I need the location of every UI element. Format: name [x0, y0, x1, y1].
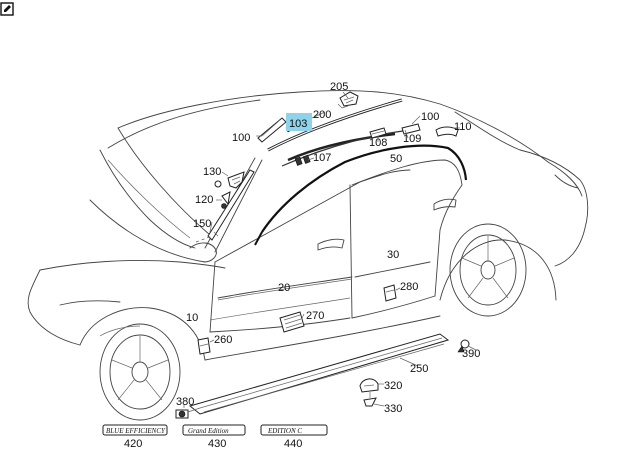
badge-430-text: Grand Edition: [188, 427, 229, 435]
label-280[interactable]: 280: [400, 281, 418, 293]
label-420[interactable]: 420: [124, 438, 142, 450]
badge-420: [102, 424, 168, 436]
door-parts: [175, 284, 470, 419]
label-260[interactable]: 260: [214, 334, 232, 346]
label-120[interactable]: 120: [195, 194, 213, 206]
label-205[interactable]: 205: [330, 81, 348, 93]
label-20[interactable]: 20: [278, 282, 290, 294]
label-330[interactable]: 330: [384, 403, 402, 415]
label-430[interactable]: 430: [208, 438, 226, 450]
label-109[interactable]: 109: [403, 133, 421, 145]
label-270[interactable]: 270: [306, 310, 324, 322]
badge-420-text: BLUE EFFICIENCY: [106, 427, 166, 435]
label-103[interactable]: 103: [289, 118, 307, 130]
part-labels: 205 200 103 100 100 110 108 109 107 50 1…: [124, 81, 480, 450]
window-trim: [195, 91, 468, 246]
badges: BLUE EFFICIENCY Grand Edition EDITION C: [102, 424, 328, 436]
label-10[interactable]: 10: [186, 312, 198, 324]
label-108[interactable]: 108: [369, 137, 387, 149]
label-30[interactable]: 30: [387, 249, 399, 261]
label-150[interactable]: 150: [193, 218, 211, 230]
label-380[interactable]: 380: [176, 396, 194, 408]
label-107[interactable]: 107: [313, 152, 331, 164]
badge-430: [182, 424, 246, 436]
edit-icon[interactable]: [0, 2, 14, 16]
label-250[interactable]: 250: [410, 363, 428, 375]
label-320[interactable]: 320: [384, 380, 402, 392]
label-200[interactable]: 200: [313, 109, 331, 121]
leader-lines: [183, 91, 477, 408]
label-110[interactable]: 110: [454, 121, 472, 133]
label-390[interactable]: 390: [462, 348, 480, 360]
label-100-right[interactable]: 100: [421, 111, 439, 123]
badge-440-text: EDITION C: [267, 427, 302, 435]
highlight-103: [286, 113, 312, 131]
car-body-outline: [27, 90, 589, 421]
badge-440: [260, 424, 328, 436]
label-440[interactable]: 440: [284, 438, 302, 450]
label-50[interactable]: 50: [390, 153, 402, 165]
label-100-left[interactable]: 100: [232, 132, 250, 144]
label-130[interactable]: 130: [203, 166, 221, 178]
